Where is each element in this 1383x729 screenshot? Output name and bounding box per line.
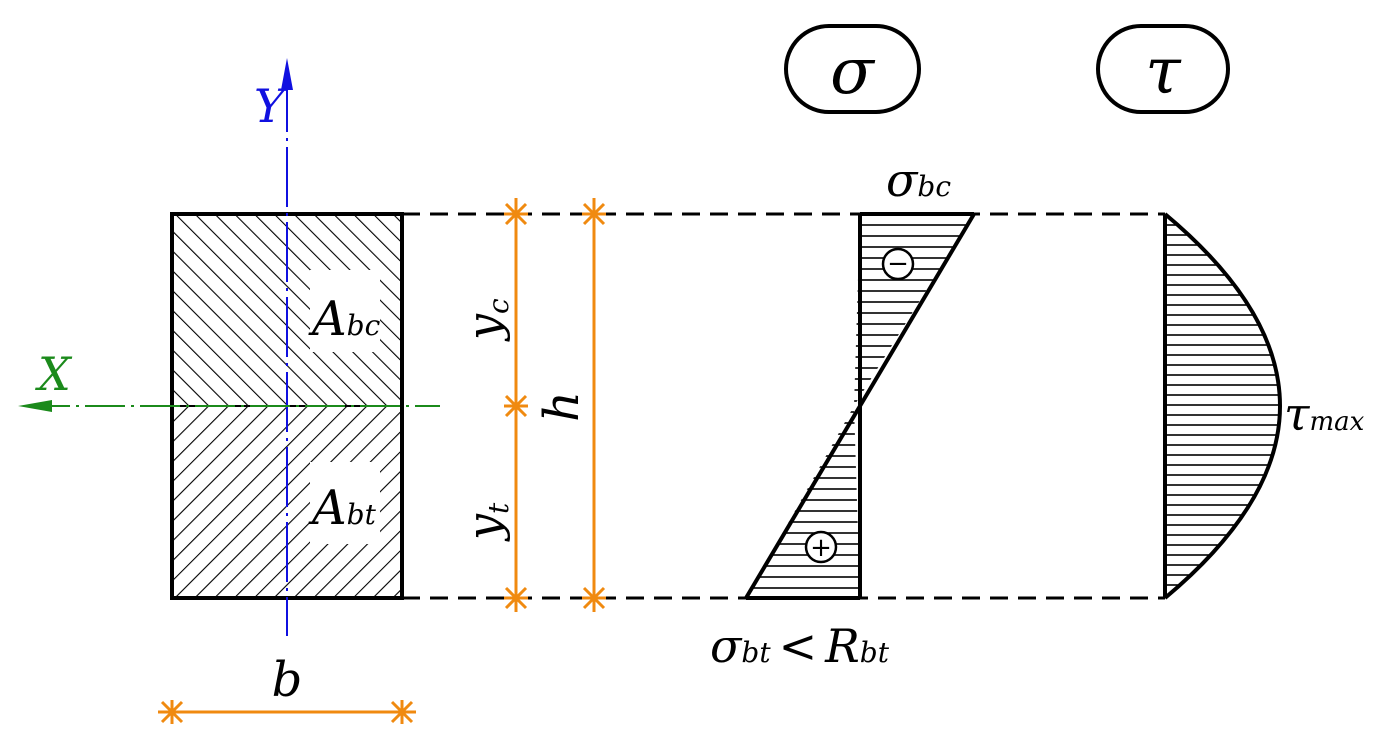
sigma-diagram: − + [744, 212, 976, 600]
dimension-b [158, 700, 416, 724]
tau-max-label: τmax [1284, 387, 1365, 441]
dim-yc-label: yc [457, 298, 515, 342]
tau-parabola [1163, 212, 1282, 600]
sigma-title: σ [830, 35, 876, 109]
plus-sign-circle [804, 530, 838, 564]
sigma-bt-condition-label: σbt<Rbt [710, 619, 890, 673]
y-axis: Y [254, 58, 293, 636]
dim-b-label: b [272, 652, 303, 708]
tau-diagram [1163, 212, 1282, 600]
sigma-bc-label: σbc [886, 153, 951, 207]
tau-title: τ [1145, 35, 1182, 109]
sigma-title-box: σ [784, 24, 921, 114]
dim-h-label: h [534, 391, 590, 422]
area-tension-label: Abt [308, 480, 377, 536]
minus-sign-circle [881, 247, 915, 281]
x-axis: X [18, 347, 440, 412]
plus-sign: + [810, 533, 832, 563]
x-axis-label: X [35, 347, 73, 401]
area-compressed-label: Abc [308, 291, 381, 347]
dimension-h [582, 198, 606, 612]
minus-sign: − [887, 249, 909, 279]
dim-yt-label: yt [457, 502, 515, 542]
y-axis-label: Y [254, 79, 289, 133]
tau-title-box: τ [1096, 24, 1230, 114]
dimension-yc-yt [504, 198, 528, 612]
